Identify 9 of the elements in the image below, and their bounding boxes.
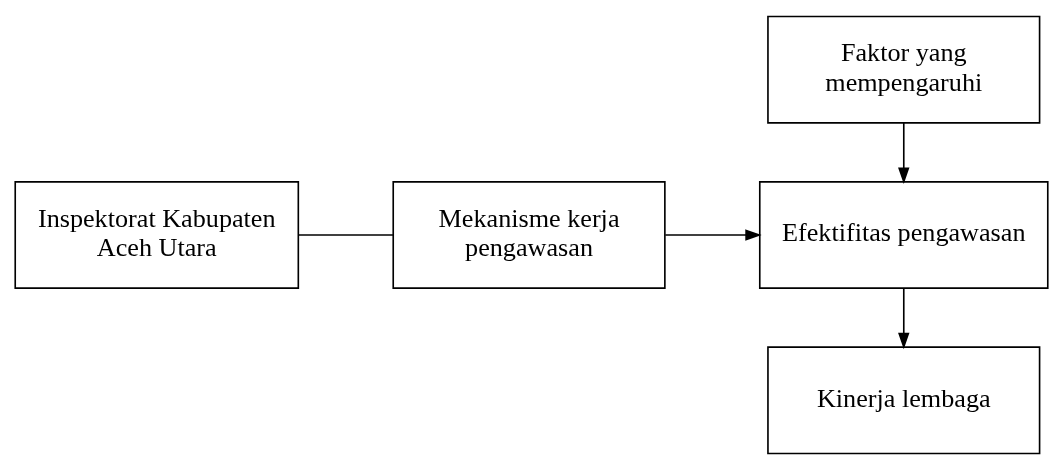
- arrow: [898, 287, 910, 350]
- connector: [297, 234, 394, 236]
- node-box: Kinerja lembaga: [767, 346, 1041, 455]
- node-box: Faktor yang mempengaruhi: [767, 15, 1041, 124]
- node-box: Inspektorat Kabupaten Aceh Utara: [14, 181, 300, 289]
- node-box: Efektifitas pengawasan: [758, 181, 1049, 289]
- node-box: Mekanisme kerja pengawasan: [392, 181, 666, 289]
- arrow: [664, 229, 762, 241]
- arrow: [898, 122, 910, 184]
